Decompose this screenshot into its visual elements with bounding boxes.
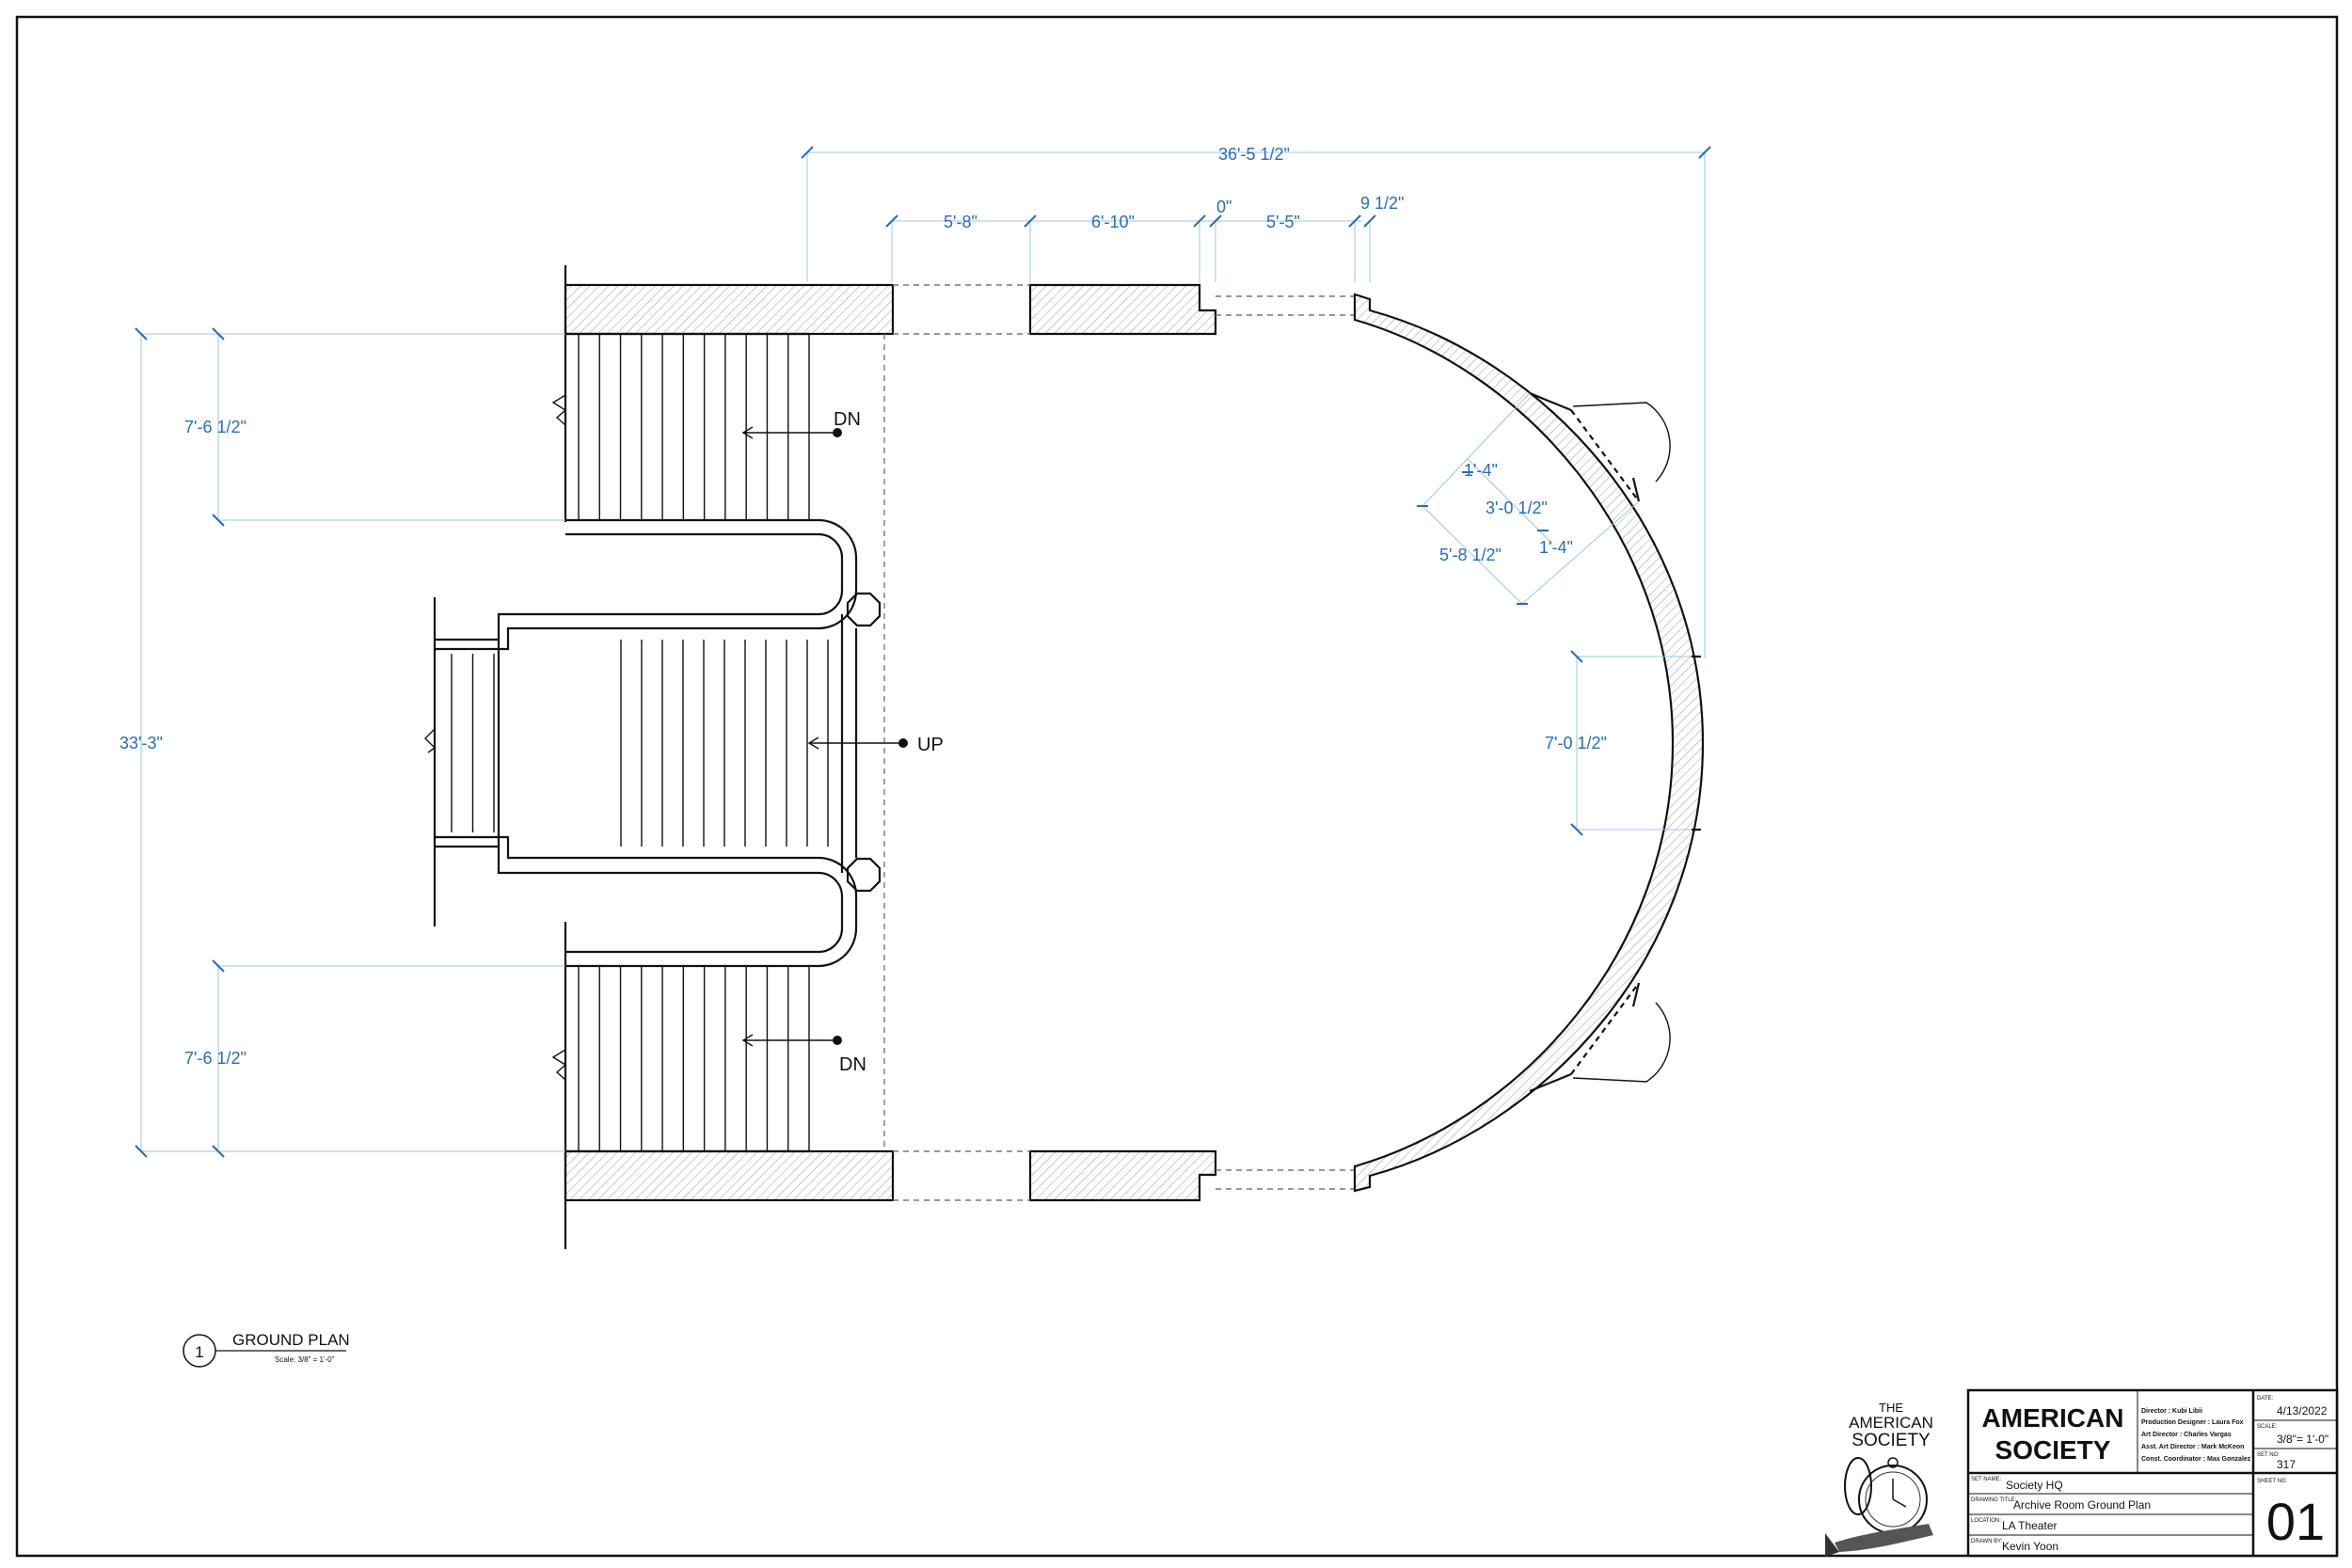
view-number: 1 [195,1343,203,1361]
american-society-logo: THE AMERICAN SOCIETY [1825,1401,1933,1557]
date-value: 4/13/2022 [2277,1404,2328,1418]
sheet-border [15,15,2339,1558]
lower-stair [435,835,858,1153]
dim-seg-5: 9 1/2" [1360,194,1404,213]
bottom-wall-middle [1028,1149,1217,1202]
set-number: 317 [2277,1458,2296,1471]
credit-director: Director : Kubi Libii [2141,1408,2202,1415]
show-title-line1: AMERICAN [1982,1403,2124,1433]
lower-door [1529,982,1641,1093]
sheet-number: 01 [2266,1492,2325,1551]
svg-text:AMERICAN: AMERICAN [1849,1414,1933,1432]
dim-seg-1: 5'-8" [944,213,977,231]
credit-art-director: Art Director : Charles Vargas [2141,1432,2232,1438]
svg-text:SCALE:: SCALE: [2257,1424,2278,1430]
view-title: GROUND PLAN [232,1331,350,1349]
svg-text:LOCATION:: LOCATION: [1971,1518,2001,1524]
dim-seg-4: 5'-5" [1266,213,1300,231]
location: LA Theater [2002,1519,2058,1532]
svg-text:SHEET NO:: SHEET NO: [2257,1479,2288,1484]
dim-upper-stair: 7'-6 1/2" [184,418,246,436]
dim-window-width: 7'-0 1/2" [1545,734,1607,752]
credit-production-designer: Production Designer : Laura Fox [2141,1419,2244,1426]
dim-door-side-1: 1'-4" [1464,461,1498,480]
svg-text:THE: THE [1879,1401,1903,1415]
stair-label-lower: DN [839,1054,866,1075]
view-label: 1 GROUND PLAN Scale: 3/8" = 1'-0" [183,1331,350,1368]
stair-label-upper: DN [834,409,861,430]
svg-text:DATE:: DATE: [2257,1396,2274,1402]
dim-overall-height: 33'-3" [119,734,163,752]
pocket-watch-icon [1825,1457,1933,1557]
stair-arrow-lower [741,1034,842,1047]
dim-door-width: 3'-0 1/2" [1486,499,1548,517]
svg-text:DRAWING TITLE:: DRAWING TITLE: [1971,1497,2017,1503]
bottom-wall-left [564,1149,895,1202]
set-name: Society HQ [2006,1479,2063,1492]
top-wall-middle [1028,283,1217,336]
floor-plan: DN UP DN [424,265,1705,1249]
credit-asst-art-director: Asst. Art Director : Mark McKeon [2141,1444,2244,1450]
view-scale: Scale: 3/8" = 1'-0" [275,1355,335,1364]
drawing-title: Archive Room Ground Plan [2013,1498,2151,1512]
scale-value: 3/8"= 1'-0" [2277,1433,2328,1446]
top-wall-left [564,283,895,336]
newel-post-lower [846,857,882,893]
upper-door [1529,391,1641,502]
newel-post-upper [846,592,882,627]
dim-lower-stair: 7'-6 1/2" [184,1049,246,1068]
title-block: AMERICAN SOCIETY Director : Kubi Libii P… [1966,1388,2339,1558]
drawn-by: Kevin Yoon [2002,1540,2058,1553]
upper-stair [435,332,858,651]
dim-door-offset: 5'-8 1/2" [1439,546,1502,564]
svg-text:DRAWN BY:: DRAWN BY: [1971,1539,2003,1544]
dimension-lines: 36'-5 1/2" 5'-8" 6'-10" 0" 5'-5" 9 1/2" … [119,145,1711,1158]
stair-label-center: UP [917,735,944,755]
svg-text:SET NO:: SET NO: [2257,1452,2280,1458]
show-title-line2: SOCIETY [1995,1435,2111,1465]
dim-overall-width: 36'-5 1/2" [1218,145,1290,164]
dim-seg-2: 6'-10" [1091,213,1135,231]
svg-text:SOCIETY: SOCIETY [1851,1431,1931,1450]
dim-seg-3: 0" [1216,198,1232,216]
svg-text:SET NAME:: SET NAME: [1971,1477,2002,1482]
dim-door-side-2: 1'-4" [1539,538,1573,557]
credit-const-coordinator: Const. Coordinator : Max Gonzalez [2141,1456,2251,1463]
stair-arrow-upper [741,426,842,439]
center-stair [451,614,858,873]
curved-bay-wall [1353,293,1705,1193]
stair-arrow-center [807,736,908,750]
